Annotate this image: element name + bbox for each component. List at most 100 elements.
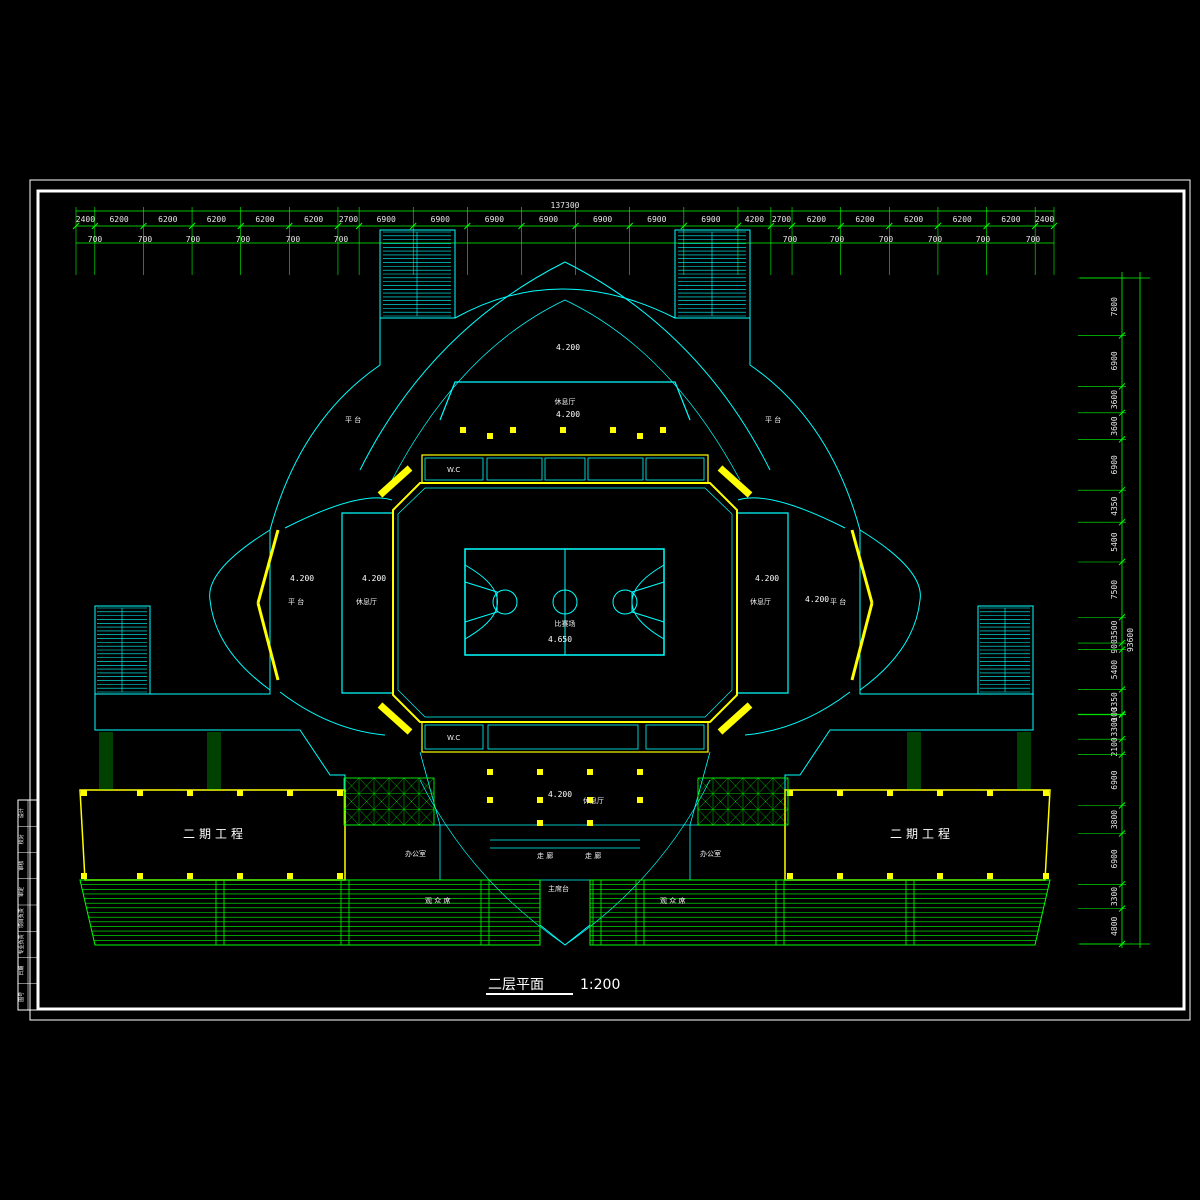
- hatch-line: [403, 793, 420, 810]
- columns: [81, 427, 1049, 879]
- aisle: [905, 879, 915, 946]
- label-court: 比赛场: [555, 619, 576, 628]
- drawing-scale: 1:200: [580, 977, 620, 993]
- stair-top-right: [678, 231, 746, 317]
- right-dim-label: 7500: [1110, 580, 1119, 599]
- column: [1043, 873, 1049, 879]
- column: [610, 427, 616, 433]
- hatch-line: [418, 809, 435, 826]
- room-labels: 4.200 休息厅 4.200 平 台 平 台 W.C W.C 4.200 平 …: [183, 343, 954, 905]
- column: [837, 873, 843, 879]
- top-minor-dim: 700: [88, 235, 103, 244]
- hatch-line: [712, 793, 729, 810]
- title-block-label: 审定: [18, 887, 25, 897]
- dim-slash: [680, 222, 688, 230]
- column: [81, 790, 87, 796]
- elev-right-platform: 4.200: [805, 595, 829, 604]
- elev-top-lobby: 4.200: [556, 343, 580, 352]
- label-right-platform-top: 平 台: [765, 415, 781, 424]
- column: [587, 769, 593, 775]
- hatch-line: [742, 793, 759, 810]
- top-dim-label: 6900: [701, 215, 720, 224]
- right-dim-label: 3600: [1110, 416, 1119, 435]
- hatch-line: [358, 793, 375, 810]
- hatch-line: [712, 809, 729, 826]
- top-dim-label: 6200: [158, 215, 177, 224]
- right-dim-label: 3350: [1110, 692, 1119, 711]
- right-dim-label: 3800: [1110, 810, 1119, 829]
- aisle: [592, 879, 602, 946]
- dim-slash: [188, 222, 196, 230]
- hatch-line: [772, 793, 789, 810]
- dim-slash: [1118, 940, 1126, 948]
- total-width-dim: 137300: [551, 201, 580, 210]
- dim-slash: [1118, 409, 1126, 417]
- column: [460, 427, 466, 433]
- column: [637, 769, 643, 775]
- top-dim-label: 6200: [255, 215, 274, 224]
- dim-slash: [1118, 382, 1126, 390]
- right-dim-label: 4350: [1110, 496, 1119, 515]
- basketball-court: [464, 548, 665, 656]
- dim-slash: [237, 222, 245, 230]
- column: [81, 873, 87, 879]
- right-dim-label: 7800: [1110, 297, 1119, 316]
- top-minor-dim: 700: [186, 235, 201, 244]
- column: [1043, 790, 1049, 796]
- column: [537, 769, 543, 775]
- elev-court: 4.650: [548, 635, 572, 644]
- top-dim-label: 6900: [377, 215, 396, 224]
- label-phase2-left: 二期工程: [183, 826, 247, 841]
- right-dim-label: 3300: [1110, 717, 1119, 736]
- title-block-label: 审核: [18, 861, 25, 871]
- top-dim-label: 4200: [745, 215, 764, 224]
- column: [637, 433, 643, 439]
- top-dim-label: 6900: [593, 215, 612, 224]
- hatch-line: [727, 793, 744, 810]
- top-dim-label: 2700: [339, 215, 358, 224]
- dim-slash: [1050, 222, 1058, 230]
- top-dim-label: 6200: [304, 215, 323, 224]
- column: [560, 427, 566, 433]
- dim-slash: [734, 222, 742, 230]
- right-dim-label: 6900: [1110, 770, 1119, 789]
- column: [887, 790, 893, 796]
- top-minor-dim: 700: [1026, 235, 1041, 244]
- right-dim-label: 6900: [1110, 455, 1119, 474]
- top-dim-label: 6900: [539, 215, 558, 224]
- column: [137, 873, 143, 879]
- stair-top-left: [383, 231, 451, 317]
- column: [337, 873, 343, 879]
- column: [237, 873, 243, 879]
- dim-slash: [626, 222, 634, 230]
- label-bottom-lobby: 休息厅: [583, 796, 604, 805]
- dim-slash: [1118, 332, 1126, 339]
- label-phase2-right: 二期工程: [890, 826, 954, 841]
- column: [887, 873, 893, 879]
- hatch-line: [343, 809, 360, 826]
- column: [287, 873, 293, 879]
- top-minor-dim: 700: [236, 235, 251, 244]
- top-dim-label: 6200: [904, 215, 923, 224]
- hatch-line: [358, 777, 375, 794]
- column: [637, 797, 643, 803]
- dim-slash: [934, 222, 942, 230]
- column: [587, 797, 593, 803]
- aisle: [775, 879, 785, 946]
- top-service-band: [421, 381, 709, 484]
- hatch-line: [742, 777, 759, 794]
- dim-slash: [1118, 686, 1126, 693]
- stair-left-wing: [97, 607, 147, 693]
- right-dim-label: 6900: [1110, 849, 1119, 868]
- top-minor-dim: 700: [976, 235, 991, 244]
- hatch-line: [757, 809, 774, 826]
- dim-slash: [518, 222, 525, 230]
- hatch-line: [343, 793, 360, 810]
- top-dim-label: 6900: [431, 215, 450, 224]
- hatch-line: [712, 777, 729, 794]
- right-dim-label: 6900: [1110, 351, 1119, 370]
- aisle: [480, 879, 490, 946]
- column: [787, 790, 793, 796]
- dim-slash: [983, 222, 990, 230]
